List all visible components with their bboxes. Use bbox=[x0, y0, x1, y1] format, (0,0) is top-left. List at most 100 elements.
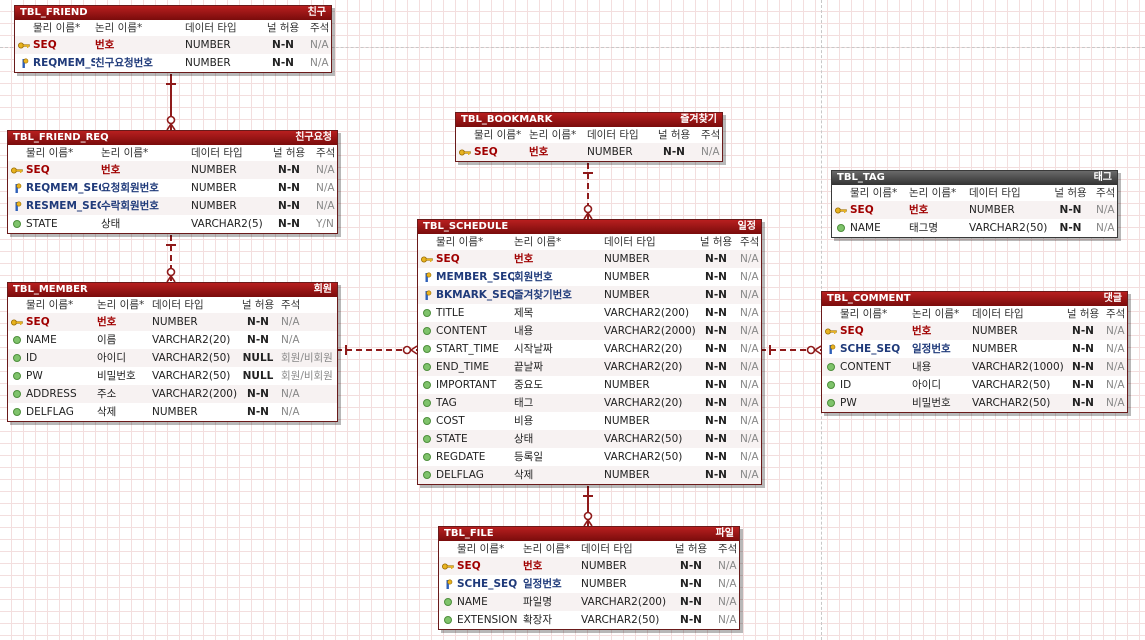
column-header-comment: 주석 bbox=[718, 543, 738, 555]
column-dot-icon bbox=[439, 593, 457, 611]
attribute-physical-name: PW bbox=[840, 397, 857, 409]
entity-logical-name: 일정 bbox=[737, 221, 756, 232]
attribute-logical-name: 번호 bbox=[95, 39, 115, 51]
entity-physical-name: TBL_COMMENT bbox=[827, 293, 911, 304]
relationship-tbl-friend-to-tbl-friend-req-crowfoot-left bbox=[166, 123, 172, 131]
column-header-logical-name: 논리 이름* bbox=[101, 147, 149, 159]
foreign-key-icon bbox=[822, 340, 840, 358]
attribute-data-type: VARCHAR2(5) bbox=[191, 218, 263, 230]
attribute-comment: N/A bbox=[310, 39, 329, 51]
column-dot-icon bbox=[418, 412, 436, 430]
attribute-logical-name: 번호 bbox=[912, 325, 932, 337]
attribute-logical-name: 번호 bbox=[101, 164, 121, 176]
column-header-comment: 주석 bbox=[310, 22, 330, 34]
attribute-comment: N/A bbox=[316, 164, 335, 176]
attribute-data-type: NUMBER bbox=[972, 325, 1018, 337]
column-dot-icon bbox=[418, 358, 436, 376]
primary-key-icon bbox=[8, 161, 26, 179]
attribute-data-type: NUMBER bbox=[185, 39, 231, 51]
foreign-key-icon bbox=[8, 197, 26, 215]
entity-header[interactable]: TBL_BOOKMARK 즐겨찾기 bbox=[456, 113, 722, 127]
attribute-row[interactable]: REQMEM_SEQ친구요청번호NUMBERN-NN/A bbox=[15, 54, 331, 72]
attribute-comment: N/A bbox=[740, 451, 759, 463]
attribute-comment: N/A bbox=[718, 578, 737, 590]
attribute-data-type: NUMBER bbox=[191, 182, 237, 194]
relationship-tbl-friend-to-tbl-friend-req-crowfoot-right bbox=[170, 123, 176, 131]
attribute-nullable: N-N bbox=[1072, 361, 1094, 373]
attribute-nullable: N-N bbox=[705, 415, 727, 427]
column-header-data-type: 데이터 타입 bbox=[969, 187, 1021, 199]
column-header-logical-name: 논리 이름* bbox=[97, 299, 145, 311]
attribute-data-type: VARCHAR2(50) bbox=[972, 379, 1051, 391]
relationship-tbl-schedule-to-tbl-comment-optional-marker bbox=[806, 345, 816, 355]
entity-physical-name: TBL_FILE bbox=[444, 528, 494, 539]
attribute-physical-name: NAME bbox=[26, 334, 57, 346]
attribute-nullable: N-N bbox=[705, 469, 727, 481]
column-header-nullable: 널 허용 bbox=[657, 129, 691, 141]
column-dot-icon bbox=[418, 466, 436, 484]
attribute-comment: N/A bbox=[1106, 343, 1125, 355]
attribute-nullable: N-N bbox=[1072, 379, 1094, 391]
entity-logical-name: 댓글 bbox=[1103, 293, 1122, 304]
entity-physical-name: TBL_BOOKMARK bbox=[461, 114, 553, 125]
attribute-nullable: N-N bbox=[705, 397, 727, 409]
attribute-physical-name: NAME bbox=[850, 222, 881, 234]
entity-logical-name: 즐겨찾기 bbox=[680, 114, 717, 125]
attribute-physical-name: CONTENT bbox=[840, 361, 891, 373]
entity-header[interactable]: TBL_COMMENT 댓글 bbox=[822, 292, 1127, 306]
